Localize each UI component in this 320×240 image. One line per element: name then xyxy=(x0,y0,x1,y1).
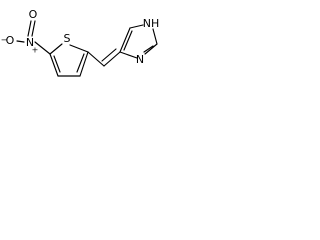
bond-imidazole-c2-n3 xyxy=(144,43,158,55)
thiophene-ring xyxy=(49,43,89,77)
double-bond-c4-c5 xyxy=(53,55,61,73)
atom-imidazole-n: N xyxy=(136,53,144,66)
bond-s-c2 xyxy=(69,44,89,53)
bond-imidazole-c5-n1 xyxy=(129,24,144,29)
bond-c5-s xyxy=(49,43,63,55)
molecule-drawing: S N + O O − NH N xyxy=(1,8,160,77)
bond-imidazole-c4-c5 xyxy=(119,27,131,53)
bond-vinyl-a-vinyl-b xyxy=(103,51,121,67)
bond-nitro-n-lower-o xyxy=(16,40,25,43)
atom-imidazole-nh: NH xyxy=(143,17,160,30)
double-bond-vinyl xyxy=(101,48,117,62)
double-bond-imidazole-c4-c5 xyxy=(123,30,133,51)
bond-c2-c3 xyxy=(79,51,89,77)
double-bond-c2-c3 xyxy=(76,53,85,73)
atom-nitro-oxygen-charge: − xyxy=(1,36,8,45)
bond-imidazole-n3-c4 xyxy=(119,51,138,59)
nitro-group xyxy=(16,20,51,55)
bond-c4-c5 xyxy=(49,53,59,77)
double-bond-imidazole-c2-n3 xyxy=(143,45,154,53)
bond-c5-nitro-n xyxy=(34,41,51,55)
double-bond-nitro-n-upper-o xyxy=(27,20,32,37)
vinyl-linker xyxy=(87,48,121,67)
atom-nitro-nitrogen: N xyxy=(26,36,34,49)
chemical-structure: S N + O O − NH N xyxy=(0,0,166,91)
atom-sulfur: S xyxy=(64,32,71,45)
bond-c2-vinyl-a xyxy=(87,51,105,67)
atom-nitro-oxygen-lower: O xyxy=(6,34,15,47)
imidazole-ring xyxy=(119,24,158,59)
atom-nitro-nitrogen-charge: + xyxy=(32,46,39,55)
bond-nitro-n-upper-o xyxy=(31,20,36,37)
atom-nitro-oxygen-upper: O xyxy=(29,8,38,21)
bond-imidazole-n1-c2 xyxy=(152,28,158,45)
